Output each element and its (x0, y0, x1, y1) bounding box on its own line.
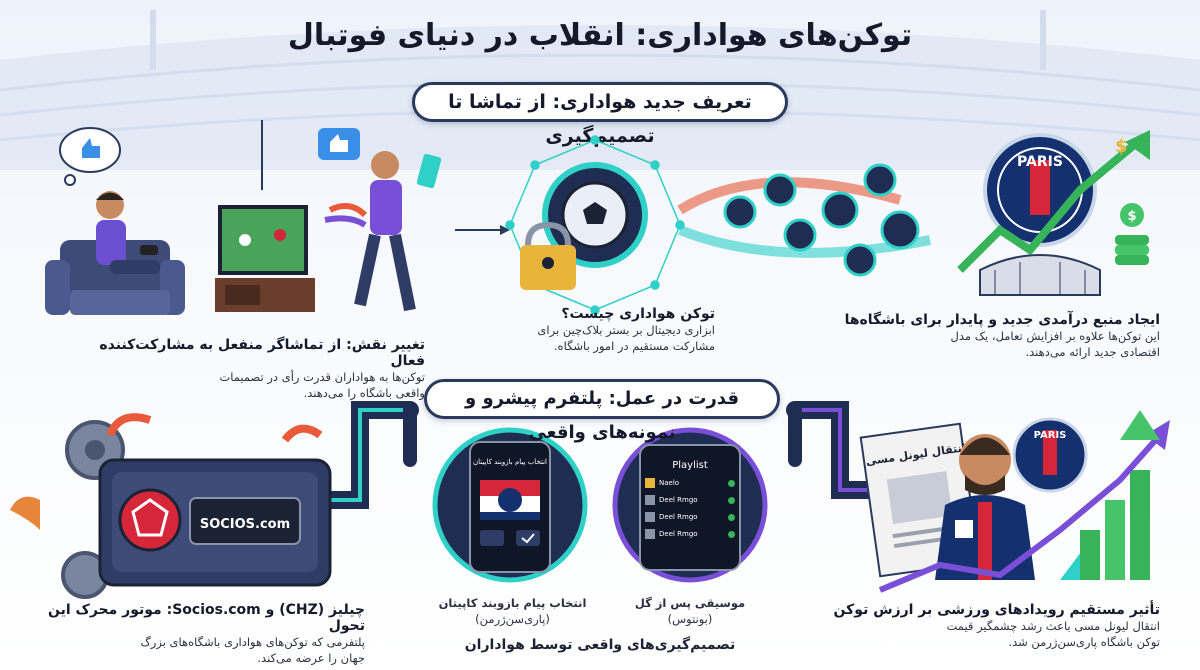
growth-chart-icon (878, 410, 1170, 593)
play-dot-icon (728, 496, 735, 504)
stadium-icon (979, 254, 1101, 296)
standing-fan-with-phone-icon (324, 151, 442, 312)
armband-caption: انتخاب پیام بازوبند کاپیتان (پاری‌سن‌ژرم… (438, 596, 587, 626)
album-art-icon (645, 512, 655, 522)
coin-stack-icon: $ (1115, 203, 1149, 265)
sofa-icon (45, 240, 185, 315)
svg-text:PARIS: PARIS (1034, 430, 1067, 441)
decisions-caption: تصمیم‌گیری‌های واقعی توسط هواداران (464, 637, 736, 653)
dollar-sign-icon: $ (1115, 136, 1128, 157)
impact-caption: تأثیر مستقیم رویدادهای ورزشی بر ارزش توک… (833, 602, 1160, 649)
playlist-track[interactable]: Deel Rmgo (645, 495, 735, 505)
padlock-icon (520, 221, 576, 290)
fan-role-caption: تغییر نقش: از تماشاگر منفعل به مشارکت‌کن… (99, 337, 425, 400)
growth-arrow-icon (957, 136, 1143, 273)
circuit-pipe (321, 401, 889, 509)
token-stream-icon (677, 163, 931, 277)
psg-badge-icon: PARIS (1012, 417, 1088, 493)
bottom-illustration: SOCIOS.com انتخاب پیام بازوبند کاپیتان P… (10, 401, 1170, 599)
player-messi-icon (935, 434, 1035, 580)
section1-heading: تعریف جدید هواداری: از تماشا تا تصمیم‌گی… (412, 82, 788, 147)
psg-badge-icon: PARIS (983, 133, 1097, 247)
section2-heading: قدرت در عمل: پلتفرم پیشرو و نمونه‌های وا… (424, 379, 780, 443)
svg-text:Playlist: Playlist (672, 460, 708, 471)
thumbs-up-thought-bubble-icon (59, 127, 121, 186)
album-art-icon (645, 478, 655, 488)
chiliz-engine-icon: SOCIOS.com (10, 413, 332, 599)
svg-text:SOCIOS.com: SOCIOS.com (200, 517, 290, 532)
album-art-icon (645, 529, 655, 539)
sitting-fan-icon (96, 191, 160, 274)
play-dot-icon (728, 479, 735, 487)
album-art-icon (645, 495, 655, 505)
playlist-track[interactable]: Deel Rmgo (645, 529, 735, 539)
like-bubble-icon (318, 128, 360, 160)
tv-screen-icon (215, 205, 315, 312)
svg-text:$: $ (1127, 209, 1136, 224)
playlist-track[interactable]: Deel Rmgo (645, 512, 735, 522)
music-phone-icon: Playlist (612, 427, 768, 583)
svg-text:PARIS: PARIS (1017, 154, 1063, 170)
top-illustration: PARIS $ $ (45, 120, 1150, 315)
revenue-caption: ایجاد منبع درآمدی جدید و پایدار برای باش… (844, 312, 1160, 359)
engine-caption: چیلیز (CHZ) و Socios.com: موتور محرک این… (47, 602, 365, 665)
music-caption: موسیقی پس از گل (بونتوس) (634, 596, 746, 626)
play-dot-icon (728, 530, 735, 538)
playlist: Naelo Deel Rmgo Deel Rmgo Deel Rmgo (645, 478, 735, 539)
armband-phone-icon: انتخاب پیام بازوبند کاپیتان (432, 427, 588, 583)
playlist-track[interactable]: Naelo (645, 478, 735, 488)
svg-text:انتخاب پیام بازوبند کاپیتان: انتخاب پیام بازوبند کاپیتان (473, 458, 547, 466)
play-dot-icon (728, 513, 735, 521)
what-is-caption: توکن هواداری چیست؟ ابزاری دیجیتال بر بست… (537, 306, 715, 353)
page-title: توکن‌های هواداری: انقلاب در دنیای فوتبال (287, 18, 913, 53)
